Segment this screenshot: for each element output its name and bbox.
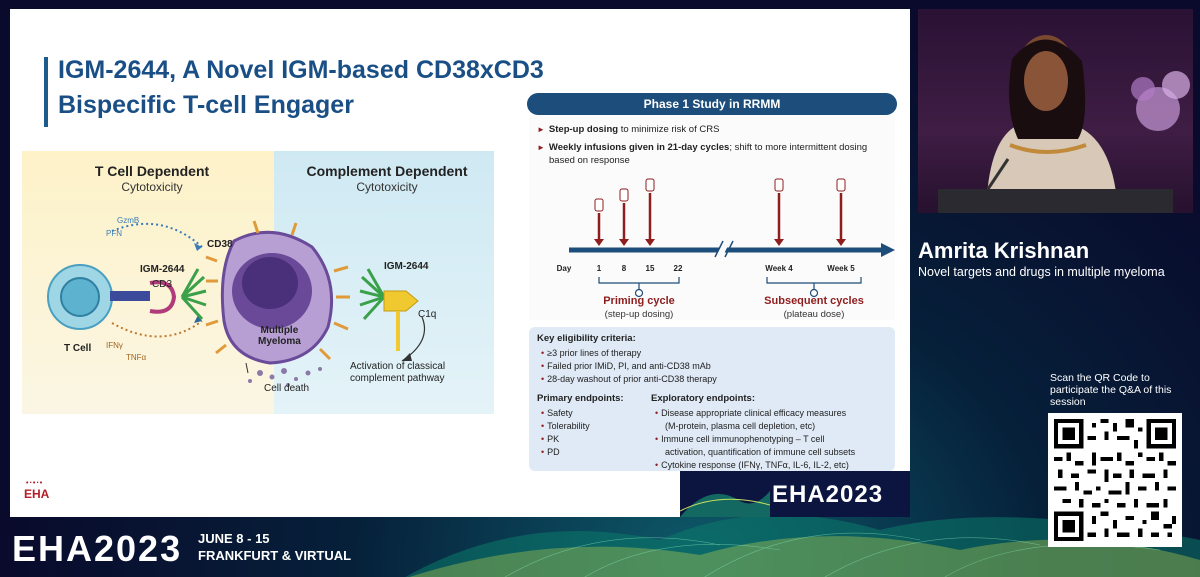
timeline-day15: 15 [645,264,655,273]
speaker-video-feed [918,9,1193,213]
t-cell-panel-title: T Cell Dependent [94,163,210,179]
eligibility-heading: Key eligibility criteria: [537,333,636,344]
timeline-day8: 8 [621,264,627,273]
igm-left-label: IGM-2644 [140,264,185,275]
priming-cycle-sub: (step-up dosing) [604,309,674,320]
primary-endpoint-item: •PD [541,447,560,457]
priming-cycle-label: Priming cycle [603,295,675,307]
t-cell-label: T Cell [64,343,92,354]
qr-instructions: Scan the QR Code to participate the Q&A … [1050,372,1172,408]
phase1-study-panel: Phase 1 Study in RRMM ►Step-up dosing to… [527,93,897,471]
primary-endpoint-item: •PK [541,434,560,444]
subsequent-cycles-label: Subsequent cycles [764,295,864,307]
qr-code[interactable] [1048,413,1182,547]
slide-footer-logo: EHA2023 [772,481,884,508]
eligibility-item: •28-day washout of prior anti-CD38 thera… [541,374,717,384]
speaker-session-title: Novel targets and drugs in multiple myel… [918,265,1165,279]
primary-endpoints-heading: Primary endpoints: [537,393,624,404]
event-location: FRANKFURT & VIRTUAL [198,548,352,563]
cell-death-label: Cell death [264,383,310,394]
speaker-name: Amrita Krishnan [918,238,1090,263]
event-dates: JUNE 8 - 15 [198,531,270,546]
complement-panel-title: Complement Dependent [306,163,468,179]
cd38-label: CD38 [207,239,233,250]
pfn-label: PFN [106,229,122,238]
slide-title: IGM-2644, A Novel IGM-based CD38xCD3 Bis… [58,53,618,123]
mesh-terrain-decoration [405,514,1200,577]
dosing-timeline [569,178,895,298]
event-dates-location: JUNE 8 - 15 FRANKFURT & VIRTUAL [198,530,351,564]
exploratory-endpoints-heading: Exploratory endpoints: [651,393,755,404]
slide-footer-band: EHA2023 [680,471,910,517]
c1q-label: C1q [418,309,437,320]
subsequent-cycles-sub: (plateau dose) [783,309,845,320]
eligibility-item: •Failed prior IMiD, PI, and anti-CD38 mA… [541,361,711,371]
title-accent-bar [44,57,48,127]
exploratory-endpoint-item: •Disease appropriate clinical efficacy m… [655,408,847,418]
myeloma-label: Multiple Myeloma [258,325,301,347]
event-logo: EHA2023 [12,528,183,569]
study-design-box: ►Step-up dosing to minimize risk of CRS … [529,115,895,320]
presentation-slide: IGM-2644, A Novel IGM-based CD38xCD3 Bis… [10,9,910,517]
timeline-day22: 22 [673,264,683,273]
study-header: Phase 1 Study in RRMM [527,93,897,115]
primary-endpoint-item: •Tolerability [541,421,590,431]
exploratory-endpoint-item: •Immune cell immunophenotyping – T cell [655,434,825,444]
exploratory-endpoint-item-cont: activation, quantification of immune cel… [665,447,856,457]
timeline-day1: 1 [596,264,602,273]
eha-slide-logo: •‧•‧•EHA [24,480,50,501]
gzmb-label: GzmB [117,216,140,225]
complement-panel-subtitle: Cytotoxicity [356,180,418,194]
qr-code-icon [1054,419,1176,541]
exploratory-endpoint-item-cont: (M-protein, plasma cell depletion, etc) [665,421,816,431]
mechanism-illustration [47,220,426,387]
bullet-weekly-infusions: ►Weekly infusions given in 21-day cycles… [537,142,868,166]
speaker-image [938,35,1190,213]
criteria-endpoints-box: Key eligibility criteria: •≥3 prior line… [529,327,895,471]
slide-title-line2: Bispecific T-cell Engager [58,91,354,119]
timeline-week5: Week 5 [827,264,855,273]
eligibility-item: •≥3 prior lines of therapy [541,348,642,358]
bullet-step-up: ►Step-up dosing to minimize risk of CRS [537,124,720,135]
cd3-label: CD3 [152,279,173,290]
activation-label: Activation of classical complement pathw… [350,361,446,384]
timeline-week4: Week 4 [765,264,793,273]
mechanism-diagram: T Cell Dependent Cytotoxicity Complement… [22,151,494,414]
mesh-decoration [680,491,770,517]
t-cell-panel-subtitle: Cytotoxicity [121,180,183,194]
tnfa-label: TNFα [126,353,147,362]
exploratory-endpoint-item: •Cytokine response (IFNγ, TNFα, IL-6, IL… [655,460,849,470]
slide-title-line1: IGM-2644, A Novel IGM-based CD38xCD3 [58,56,544,84]
timeline-day-label: Day [556,264,572,273]
primary-endpoint-item: •Safety [541,408,573,418]
igm-right-label: IGM-2644 [384,261,429,272]
ifng-label: IFNγ [106,341,123,350]
